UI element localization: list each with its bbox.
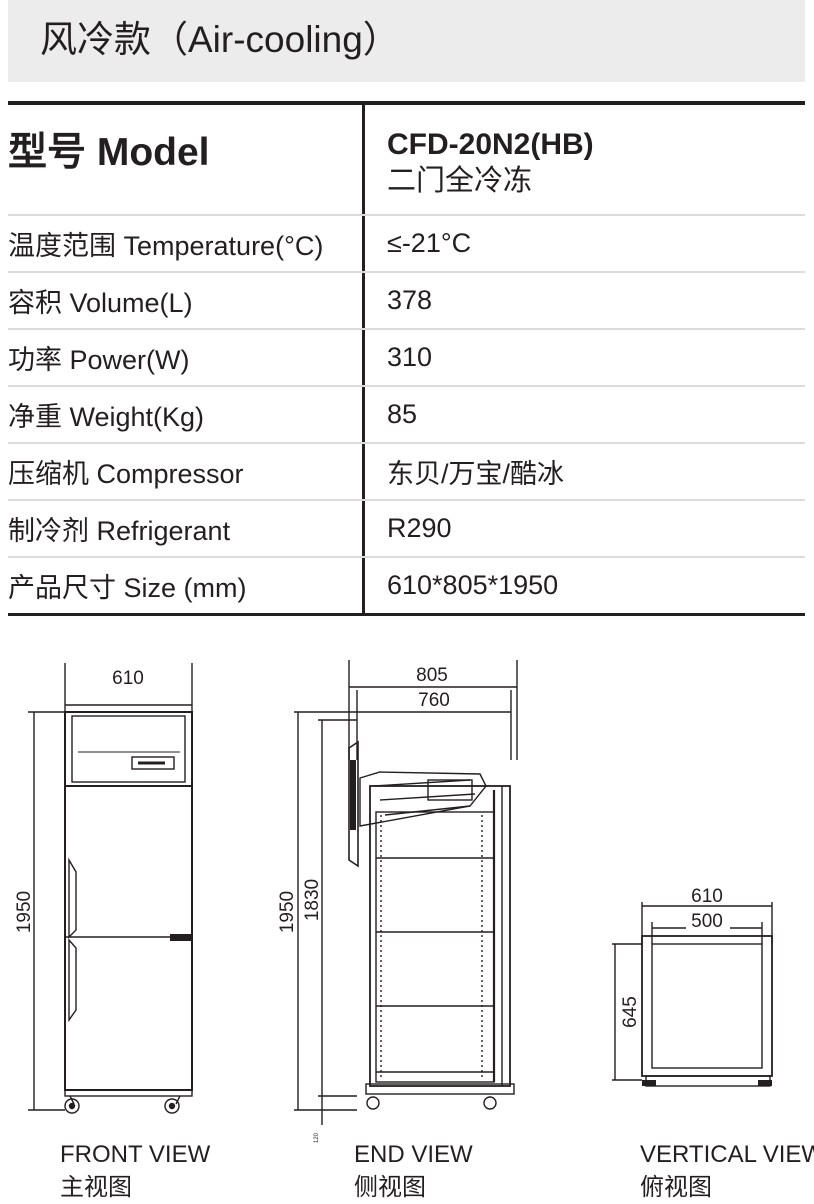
front-view-caption: FRONT VIEW 主视图 xyxy=(60,1138,210,1204)
end-view-caption-cn: 侧视图 xyxy=(354,1174,426,1201)
spec-row-model: 型号 Model CFD-20N2(HB) 二门全冷冻 xyxy=(8,105,805,214)
front-door-hinge xyxy=(170,934,192,941)
spec-value: 310 xyxy=(387,342,433,372)
spec-row-temperature: 温度范围 Temperature(°C) ≤-21°C xyxy=(8,214,805,271)
front-height-dim: 1950 xyxy=(14,891,35,933)
spec-label: 功率 Power(W) xyxy=(8,330,365,385)
front-view-drawing: 610 1950 xyxy=(14,663,193,1114)
spec-value: 85 xyxy=(387,399,418,429)
spec-row-refrigerant: 制冷剂 Refrigerant R290 xyxy=(8,499,805,556)
spec-label: 温度范围 Temperature(°C) xyxy=(8,216,365,271)
spec-label: 压缩机 Compressor xyxy=(8,444,365,499)
front-view-caption-cn: 主视图 xyxy=(60,1174,132,1201)
spec-value: R290 xyxy=(387,513,452,543)
spec-value: 378 xyxy=(387,285,433,315)
top-depth-dim: 645 xyxy=(620,996,641,1028)
spec-table: 型号 Model CFD-20N2(HB) 二门全冷冻 温度范围 Tempera… xyxy=(8,101,805,616)
vertical-view-drawing: 610 500 645 xyxy=(612,886,773,1087)
spec-value: 610*805*1950 xyxy=(387,570,559,600)
control-panel-display xyxy=(131,756,175,770)
model-value: CFD-20N2(HB) 二门全冷冻 xyxy=(365,105,805,214)
front-width-dim: 610 xyxy=(112,668,144,689)
spec-label: 容积 Volume(L) xyxy=(8,273,365,328)
spec-row-volume: 容积 Volume(L) 378 xyxy=(8,271,805,328)
end-view-caption-en: END VIEW xyxy=(354,1141,473,1168)
header-title: 风冷款（Air-cooling） xyxy=(40,19,400,60)
top-width-total-dim: 610 xyxy=(691,886,723,907)
end-height-body-dim: 1830 xyxy=(302,879,323,921)
end-view-drawing: 805 760 1950 1830 120 xyxy=(277,660,518,1143)
spec-row-power: 功率 Power(W) 310 xyxy=(8,328,805,385)
spec-row-size: 产品尺寸 Size (mm) 610*805*1950 xyxy=(8,556,805,613)
model-type: 二门全冷冻 xyxy=(387,165,533,197)
end-small-mark: 120 xyxy=(314,1132,320,1143)
model-name: CFD-20N2(HB) xyxy=(387,128,594,161)
vertical-view-caption-cn: 俯视图 xyxy=(640,1174,712,1201)
top-width-inner-dim: 500 xyxy=(691,911,723,932)
end-depth-total-dim: 805 xyxy=(416,665,448,686)
end-depth-body-dim: 760 xyxy=(418,690,450,711)
vertical-view-caption-en: VERTICAL VIEW xyxy=(640,1141,814,1168)
spec-label: 净重 Weight(Kg) xyxy=(8,387,365,442)
spec-label: 产品尺寸 Size (mm) xyxy=(8,558,365,613)
end-view-caption: END VIEW 侧视图 xyxy=(354,1138,473,1204)
technical-drawings: 610 1950 805 760 xyxy=(14,660,773,1143)
spec-row-compressor: 压缩机 Compressor 东贝/万宝/酷冰 xyxy=(8,442,805,499)
vertical-view-caption: VERTICAL VIEW 俯视图 xyxy=(640,1138,814,1204)
model-label: 型号 Model xyxy=(8,105,365,214)
spec-value: 东贝/万宝/酷冰 xyxy=(387,459,565,489)
end-height-total-dim: 1950 xyxy=(277,891,298,933)
spec-value: ≤-21°C xyxy=(387,228,472,258)
page-header: 风冷款（Air-cooling） xyxy=(8,0,805,82)
spec-row-weight: 净重 Weight(Kg) 85 xyxy=(8,385,805,442)
spec-label: 制冷剂 Refrigerant xyxy=(8,501,365,556)
front-view-caption-en: FRONT VIEW xyxy=(60,1141,211,1168)
